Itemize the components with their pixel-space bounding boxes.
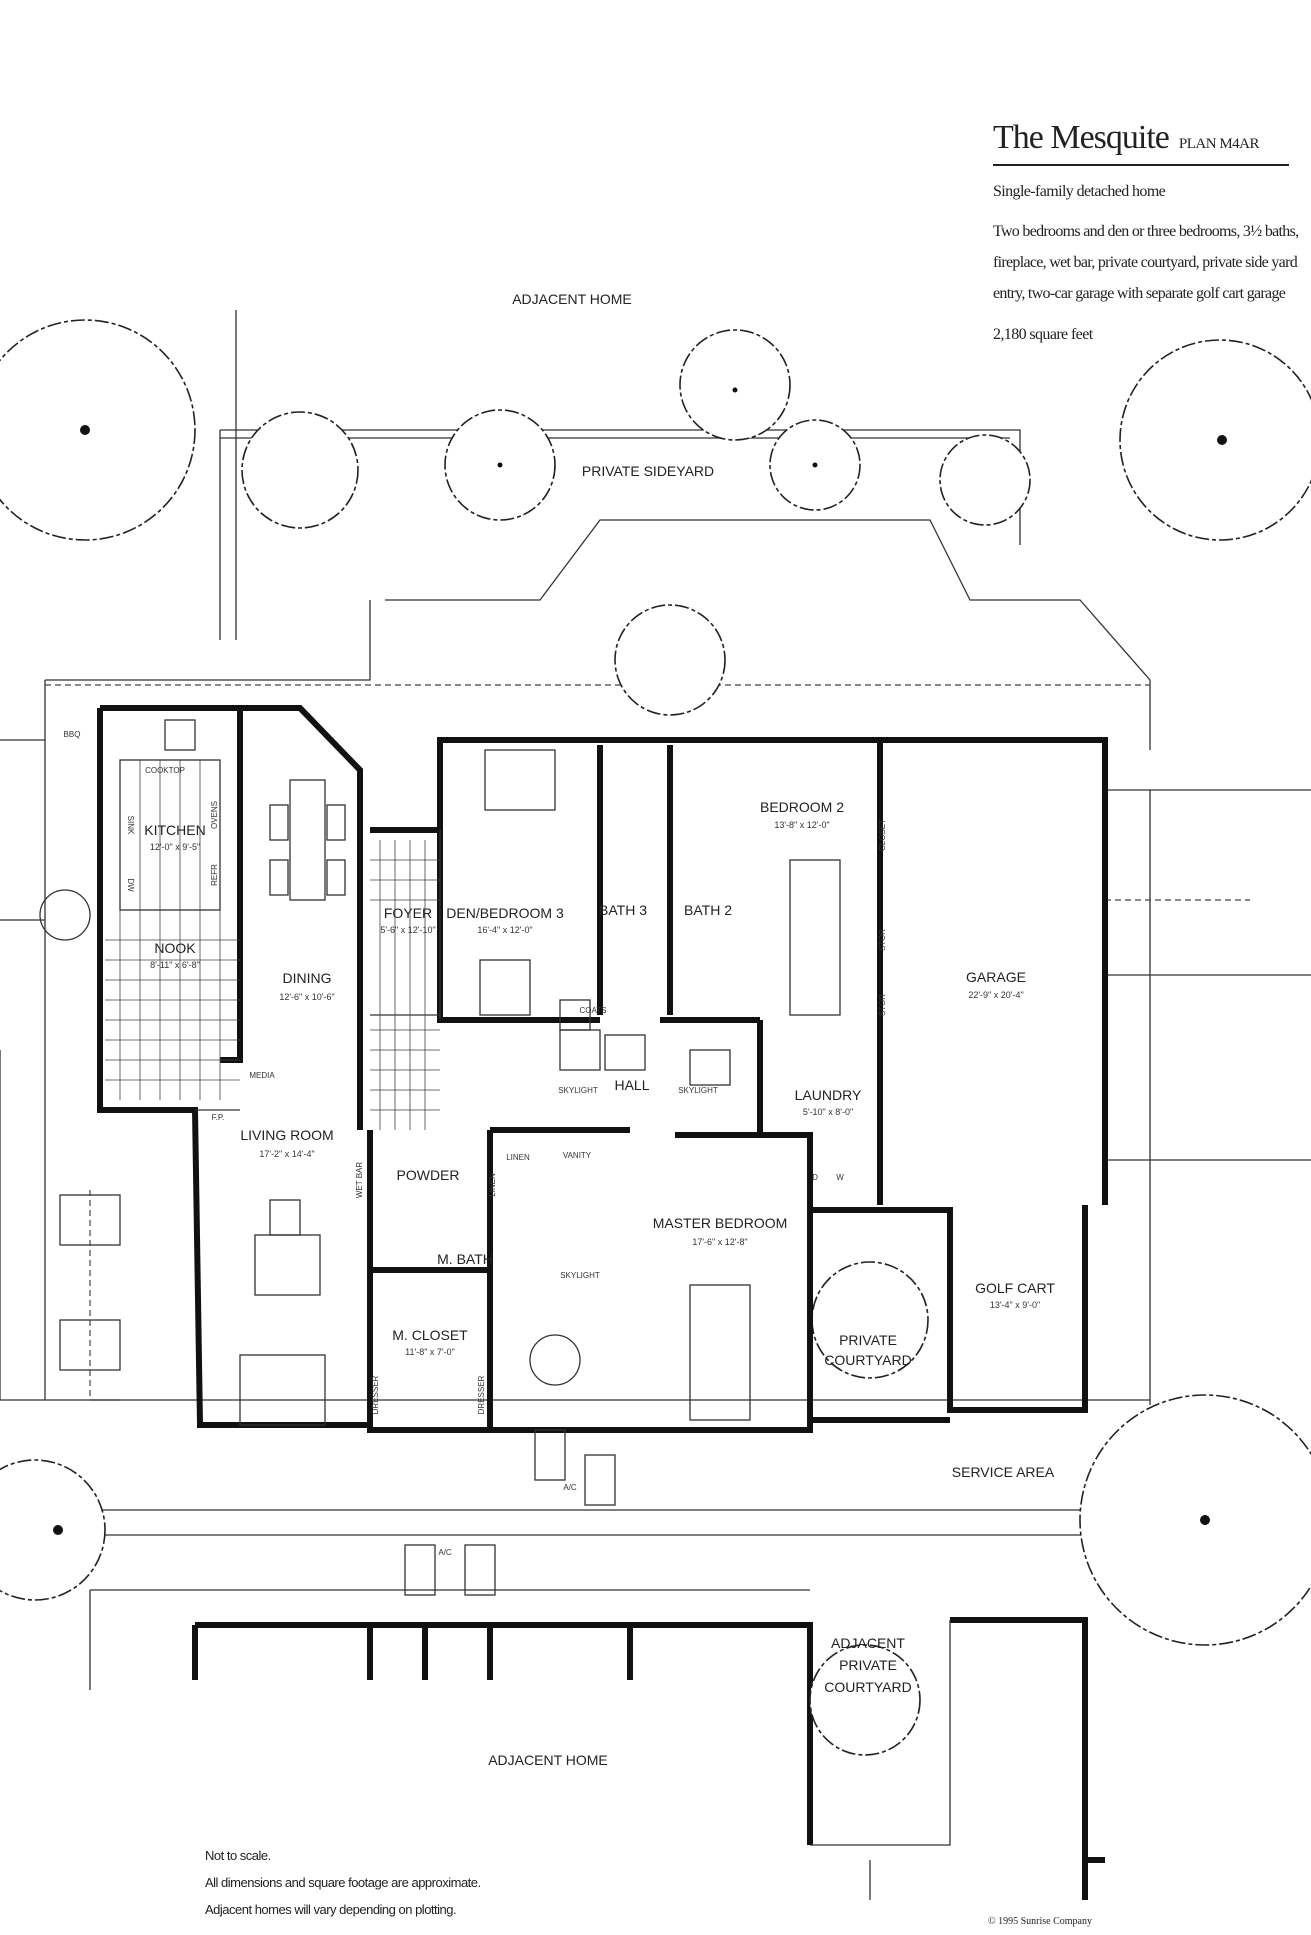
garage-label: GARAGE xyxy=(966,969,1026,985)
description-line: Two bedrooms and den or three bedrooms, … xyxy=(993,223,1299,240)
private-sideyard-label: PRIVATE SIDEYARD xyxy=(582,463,714,479)
private-courtyard-label: COURTYARD xyxy=(824,1352,911,1368)
plan-subtitle: Single-family detached home xyxy=(993,183,1166,200)
den-label: DEN/BEDROOM 3 xyxy=(446,905,564,921)
foyer-label: FOYER xyxy=(384,905,432,921)
copyright: © 1995 Sunrise Company xyxy=(988,1916,1092,1927)
garage-dims: 22'-9" x 20'-4" xyxy=(968,990,1023,1000)
adjacent-courtyard-label: ADJACENT xyxy=(831,1635,905,1651)
foyer-dims: 5'-6" x 12'-10" xyxy=(380,925,435,935)
nook-dims: 8'-11" x 6'-8" xyxy=(150,960,200,970)
linen-label: LINEN xyxy=(506,1153,530,1162)
linen-label-vertical: LINEN xyxy=(488,1173,497,1197)
closet-label: CLOSET xyxy=(878,819,887,851)
living-room-label: LIVING ROOM xyxy=(240,1127,333,1143)
mcloset-label: M. CLOSET xyxy=(392,1327,468,1343)
mcloset-dims: 11'-8" x 7'-0" xyxy=(405,1347,455,1357)
laundry-dims: 5'-10" x 8'-0" xyxy=(803,1107,853,1117)
washer-label: W xyxy=(836,1173,844,1182)
kitchen-dims: 12'-0" x 9'-5" xyxy=(150,842,200,852)
living-room-dims: 17'-2" x 14'-4" xyxy=(259,1149,314,1159)
house-walls xyxy=(97,705,1108,1433)
skylight-label: SKYLIGHT xyxy=(560,1271,600,1280)
dresser-label: DRESSER xyxy=(371,1375,380,1414)
nook-label: NOOK xyxy=(154,940,196,956)
skylight-label: SKYLIGHT xyxy=(678,1086,718,1095)
note: Adjacent homes will vary depending on pl… xyxy=(205,1902,457,1917)
adjacent-home-bottom-label: ADJACENT HOME xyxy=(488,1752,608,1768)
furniture xyxy=(39,719,841,1596)
cooktop-label: COOKTOP xyxy=(145,766,185,775)
fixture-labels: COOKTOP SINK DW REFR OVENS MEDIA F.P. WE… xyxy=(64,730,887,1557)
disclaimer-notes: Not to scale. All dimensions and square … xyxy=(205,1842,481,1923)
bath2-label: BATH 2 xyxy=(684,902,732,918)
title-block: The Mesquite PLAN M4AR Single-family deta… xyxy=(993,118,1311,351)
storage-label: STOR xyxy=(878,929,887,951)
trees xyxy=(0,319,1311,1756)
sink-label: SINK xyxy=(126,816,135,835)
kitchen-label: KITCHEN xyxy=(144,822,205,838)
note: Not to scale. xyxy=(205,1848,271,1863)
dining-label: DINING xyxy=(283,970,332,986)
powder-label: POWDER xyxy=(397,1167,460,1183)
fireplace-label: F.P. xyxy=(212,1113,225,1122)
hall-label: HALL xyxy=(614,1077,649,1093)
adjacent-courtyard-label: PRIVATE xyxy=(839,1657,897,1673)
ovens-label: OVENS xyxy=(210,801,219,829)
dining-dims: 12'-6" x 10'-6" xyxy=(279,992,334,1002)
plan-title: The Mesquite PLAN M4AR xyxy=(993,118,1290,166)
plan-description: Two bedrooms and den or three bedrooms, … xyxy=(993,216,1311,309)
plan-name: The Mesquite xyxy=(993,119,1170,156)
media-label: MEDIA xyxy=(249,1071,275,1080)
square-footage: 2,180 square feet xyxy=(993,326,1093,343)
ac-label: A/C xyxy=(438,1548,452,1557)
floor-tile xyxy=(105,760,440,1130)
dryer-label: D xyxy=(812,1173,818,1182)
wet-bar-label: WET BAR xyxy=(355,1162,364,1199)
room-labels: KITCHEN 12'-0" x 9'-5" NOOK 8'-11" x 6'-… xyxy=(144,799,1055,1357)
skylight-label: SKYLIGHT xyxy=(558,1086,598,1095)
note: All dimensions and square footage are ap… xyxy=(205,1875,481,1890)
ac-label: A/C xyxy=(563,1483,577,1492)
laundry-label: LAUNDRY xyxy=(795,1087,862,1103)
den-dims: 16'-4" x 12'-0" xyxy=(477,925,532,935)
bedroom2-dims: 13'-8" x 12'-0" xyxy=(774,820,829,830)
golf-cart-label: GOLF CART xyxy=(975,1280,1055,1296)
coats-label: COATS xyxy=(580,1006,607,1015)
dresser-label: DRESSER xyxy=(477,1375,486,1414)
adjacent-courtyard-label: COURTYARD xyxy=(824,1679,911,1695)
site-outline xyxy=(0,310,1311,1900)
dw-label: DW xyxy=(126,878,135,892)
refr-label: REFR xyxy=(210,864,219,886)
bedroom2-label: BEDROOM 2 xyxy=(760,799,844,815)
storage-label: STOR xyxy=(878,994,887,1016)
description-line: fireplace, wet bar, private courtyard, p… xyxy=(993,254,1298,271)
master-bedroom-dims: 17'-6" x 12'-8" xyxy=(692,1237,747,1247)
vanity-label: VANITY xyxy=(563,1151,592,1160)
mbath-label: M. BATH xyxy=(437,1251,493,1267)
plan-code: PLAN M4AR xyxy=(1178,136,1260,152)
golf-cart-dims: 13'-4" x 9'-0" xyxy=(990,1300,1040,1310)
private-courtyard-label: PRIVATE xyxy=(839,1332,897,1348)
service-area-label: SERVICE AREA xyxy=(952,1464,1055,1480)
bbq-label: BBQ xyxy=(64,730,81,739)
adjacent-home-top-label: ADJACENT HOME xyxy=(512,291,632,307)
bath3-label: BATH 3 xyxy=(599,902,647,918)
master-bedroom-label: MASTER BEDROOM xyxy=(653,1215,788,1231)
description-line: entry, two-car garage with separate golf… xyxy=(993,285,1286,302)
